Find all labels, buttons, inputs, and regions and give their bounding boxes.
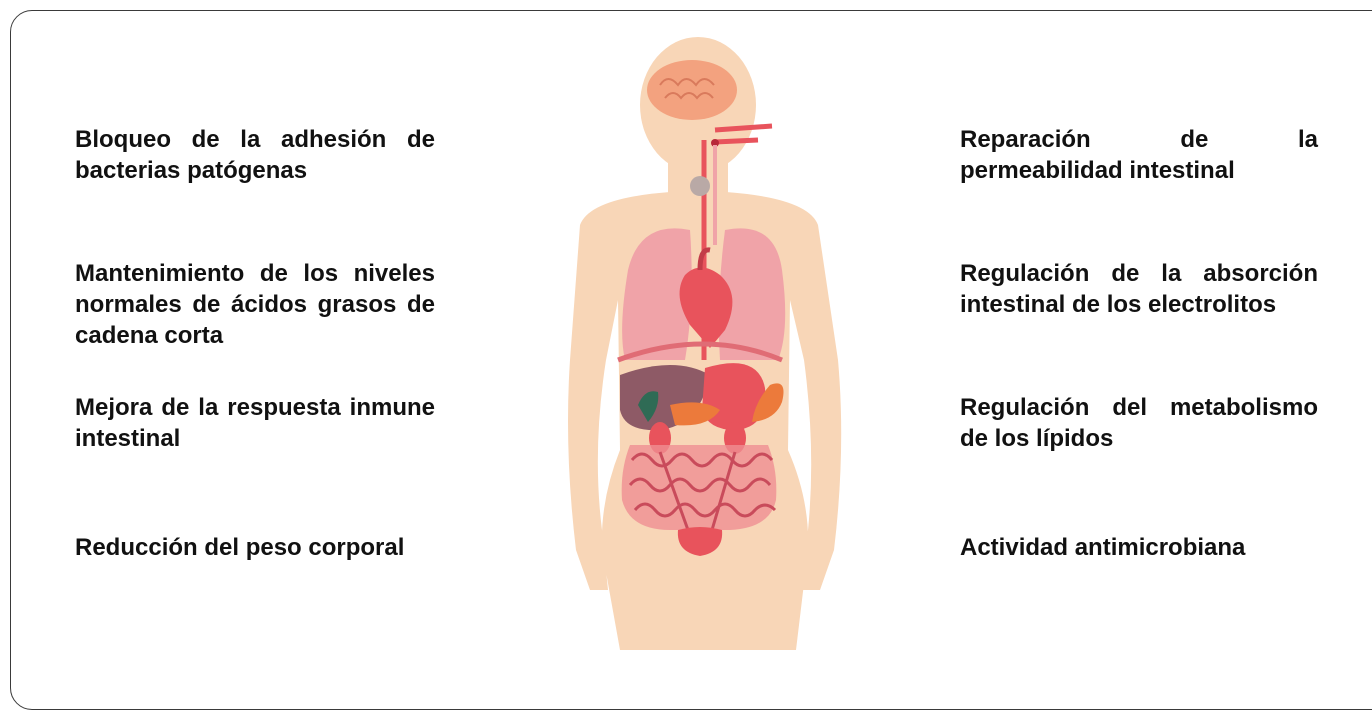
benefit-antimicrobial-activity: Actividad antimicrobiana [960, 532, 1318, 563]
human-body-illustration [520, 30, 880, 650]
intestines [622, 445, 777, 530]
benefit-immune-response: Mejora de la respuesta inmune intestinal [75, 392, 435, 454]
brain [647, 60, 737, 120]
benefit-electrolyte-absorption: Regulación de la absorción intestinal de… [960, 258, 1318, 320]
human-body-svg [520, 30, 880, 650]
benefit-weight-reduction: Reducción del peso corporal [75, 532, 435, 563]
benefit-short-chain-fatty-acids: Mantenimiento de los niveles normales de… [75, 258, 435, 351]
benefit-adhesion-block: Bloqueo de la adhesión de bacterias pató… [75, 124, 435, 186]
benefit-lipid-metabolism: Regulación del metabolismo de los lípido… [960, 392, 1318, 454]
benefit-intestinal-permeability: Reparación de la permeabilidad intestina… [960, 124, 1318, 186]
